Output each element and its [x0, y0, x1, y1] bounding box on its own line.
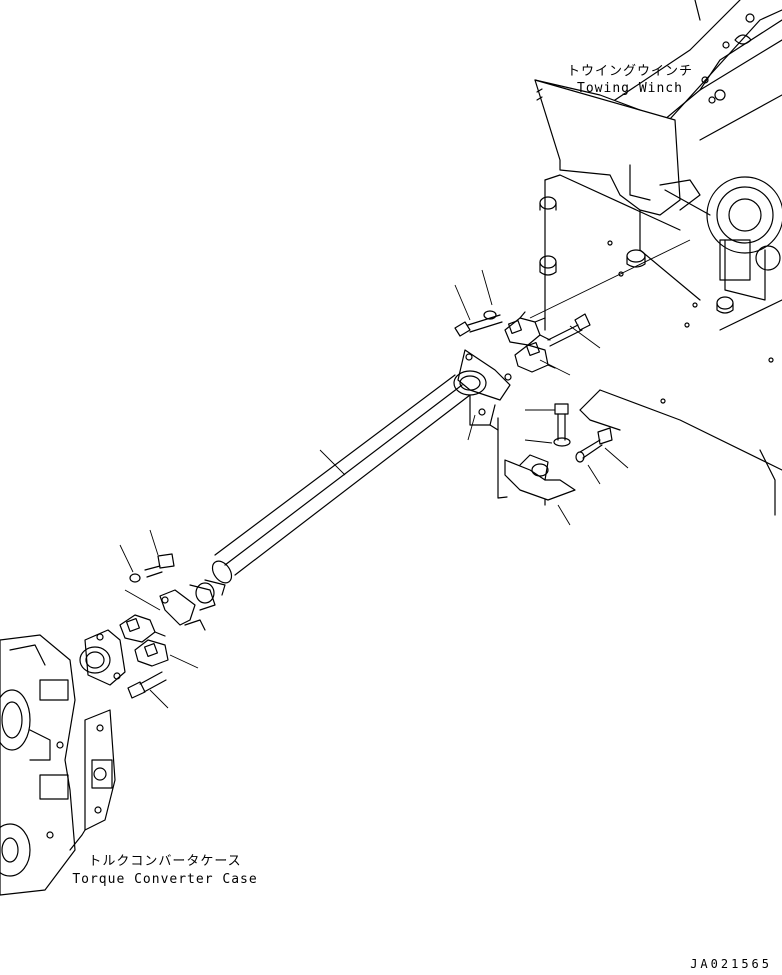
support-bracket	[504, 454, 576, 506]
fasteners	[127, 310, 613, 699]
lower-universal-joint	[119, 614, 169, 667]
leader-lines	[119, 269, 629, 709]
drive-shaft	[159, 349, 512, 631]
upper-universal-joint	[504, 239, 691, 373]
torque-converter-label-en: Torque Converter Case	[72, 872, 258, 887]
towing-winch-label-jp: トウイングウインチ	[566, 64, 693, 79]
towing-winch-assembly	[534, 0, 782, 301]
torque-converter-case	[0, 634, 116, 896]
frame	[539, 174, 782, 516]
torque-converter-label-jp: トルクコンバータケース	[88, 854, 242, 869]
towing-winch-label-en: Towing Winch	[577, 81, 683, 96]
drawing-id: JA021565	[690, 957, 772, 971]
converter-flange-yoke	[79, 629, 126, 686]
